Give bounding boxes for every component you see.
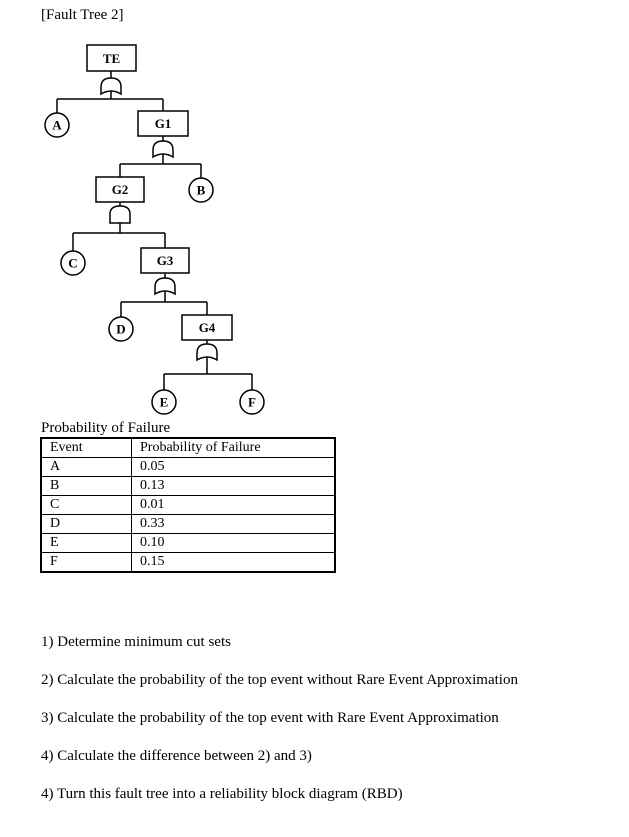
event-cell: F xyxy=(40,552,132,573)
event-circle-d xyxy=(108,316,134,342)
event-cell: D xyxy=(40,514,132,534)
page-title: [Fault Tree 2] xyxy=(41,7,124,23)
fault-tree-diagram: TE G1 G2 G3 G4 A B C D E F xyxy=(44,44,265,415)
event-circle-b xyxy=(188,177,214,203)
probability-cell: 0.33 xyxy=(131,514,336,534)
probability-table: Event Probability of Failure A 0.05 B 0.… xyxy=(40,437,336,573)
event-cell: C xyxy=(40,495,132,515)
event-label-b: B xyxy=(197,183,206,198)
and-gate-symbol-g2 xyxy=(109,205,131,224)
gate-label-g1: G1 xyxy=(155,116,172,131)
table-row: B 0.13 xyxy=(40,476,336,496)
or-gate-symbol-g1 xyxy=(152,140,174,159)
event-label-d: D xyxy=(116,322,125,337)
event-circle-e xyxy=(151,389,177,415)
gate-label-g2: G2 xyxy=(112,182,129,197)
probability-cell: 0.05 xyxy=(131,457,336,477)
table-header-row: Event Probability of Failure xyxy=(40,437,336,458)
gate-label-g3: G3 xyxy=(157,253,174,268)
event-cell: A xyxy=(40,457,132,477)
table-row: C 0.01 xyxy=(40,495,336,515)
probability-cell: 0.10 xyxy=(131,533,336,553)
probability-cell: 0.13 xyxy=(131,476,336,496)
table-row: D 0.33 xyxy=(40,514,336,534)
column-header-event: Event xyxy=(40,437,132,458)
question-2: 2) Calculate the probability of the top … xyxy=(41,672,518,688)
question-3: 3) Calculate the probability of the top … xyxy=(41,710,499,726)
probability-cell: 0.15 xyxy=(131,552,336,573)
gate-label-g4: G4 xyxy=(199,320,216,335)
table-row: A 0.05 xyxy=(40,457,336,477)
event-circle-a xyxy=(44,112,70,138)
probability-caption: Probability of Failure xyxy=(41,420,171,436)
question-4: 4) Calculate the difference between 2) a… xyxy=(41,748,312,764)
question-5: 4) Turn this fault tree into a reliabili… xyxy=(41,786,403,802)
or-gate-symbol-g3 xyxy=(154,277,176,296)
event-cell: B xyxy=(40,476,132,496)
event-circle-c xyxy=(60,250,86,276)
column-header-probability: Probability of Failure xyxy=(131,437,336,458)
event-label-f: F xyxy=(248,395,256,410)
event-label-e: E xyxy=(160,395,169,410)
or-gate-symbol-g4 xyxy=(196,343,218,362)
or-gate-symbol-te xyxy=(100,77,122,96)
probability-cell: 0.01 xyxy=(131,495,336,515)
table-row: E 0.10 xyxy=(40,533,336,553)
table-row: F 0.15 xyxy=(40,552,336,573)
event-circle-f xyxy=(239,389,265,415)
gate-label-te: TE xyxy=(103,51,120,66)
event-cell: E xyxy=(40,533,132,553)
event-label-a: A xyxy=(52,118,62,133)
event-label-c: C xyxy=(68,256,77,271)
question-1: 1) Determine minimum cut sets xyxy=(41,634,231,650)
